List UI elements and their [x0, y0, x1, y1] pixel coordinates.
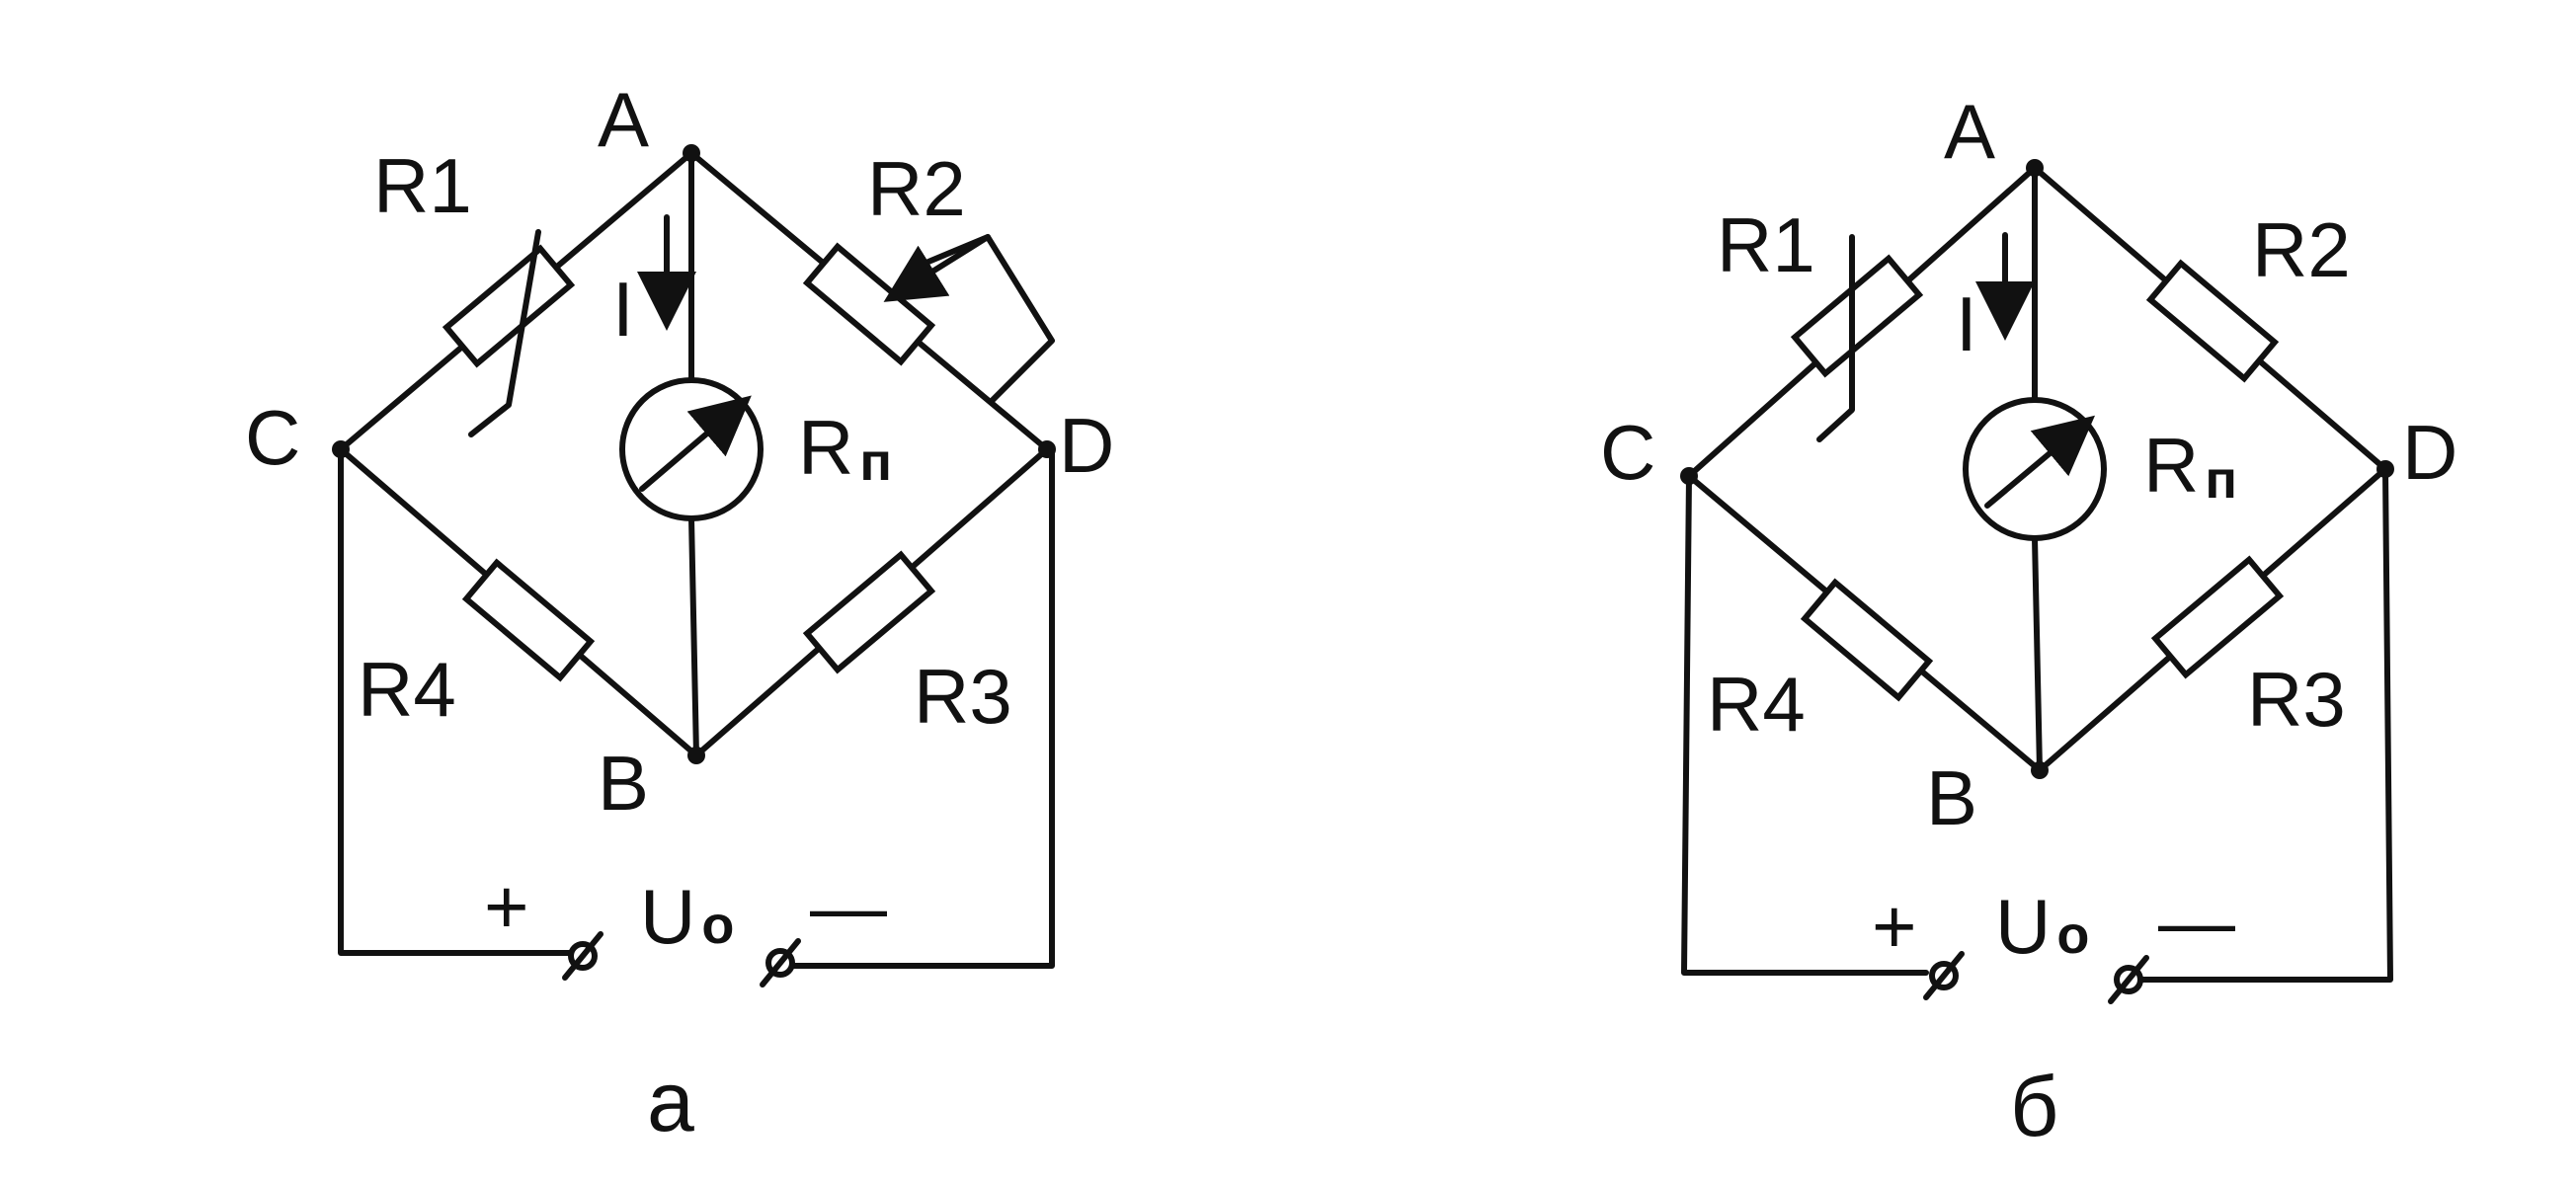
- node-b-dot: [2031, 761, 2049, 779]
- node-c-label: C: [1600, 409, 1655, 496]
- r1-label: R1: [1717, 201, 1815, 288]
- r3-label: R3: [2247, 656, 2346, 743]
- caption-a: а: [647, 1055, 694, 1149]
- supply-wire-left: [1681, 473, 1929, 976]
- node-a-label: A: [598, 76, 649, 163]
- source-plus-label: +: [484, 863, 529, 950]
- resistor-r2: [802, 242, 936, 366]
- node-d-label: D: [2402, 409, 2457, 496]
- terminal-plus: [562, 931, 604, 981]
- node-b-label: B: [1926, 754, 1977, 841]
- terminal-plus: [1923, 951, 1965, 1000]
- r4-label: R4: [358, 646, 456, 733]
- source-plus-label: +: [1872, 883, 1917, 970]
- caption-b: б: [2010, 1060, 2058, 1154]
- r2-trimmer: [926, 234, 1055, 403]
- resistor-r3: [2150, 555, 2285, 679]
- r2-slider-arrow: [883, 234, 991, 302]
- galvanometer-needle-icon: [1984, 415, 2096, 509]
- node-c-dot: [332, 440, 350, 458]
- node-b-label: B: [598, 740, 649, 827]
- supply-wire-left: [338, 446, 586, 956]
- terminal-minus: [760, 938, 801, 988]
- r1-variable-slider: [1816, 234, 1855, 442]
- terminal-minus: [2108, 955, 2149, 1004]
- node-d-dot: [1038, 440, 1056, 458]
- node-d-label: D: [1059, 402, 1114, 489]
- current-label: I: [612, 266, 634, 353]
- source-minus-label: —: [810, 863, 887, 950]
- r2-label: R2: [867, 145, 966, 232]
- node-d-dot: [2376, 460, 2394, 478]
- meter-wire-bottom: [688, 515, 699, 758]
- current-label: I: [1956, 280, 1977, 367]
- r1-label: R1: [373, 142, 472, 229]
- resistor-r4: [461, 558, 596, 682]
- r1-variable-slider: [468, 229, 541, 437]
- resistor-r1: [442, 244, 576, 368]
- node-b-dot: [687, 747, 705, 764]
- supply-wire-right: [777, 446, 1055, 969]
- resistor-r1: [1790, 254, 1924, 378]
- node-a-dot: [683, 144, 700, 162]
- resistor-r4: [1800, 578, 1934, 702]
- meter-wire-bottom: [2032, 535, 2043, 773]
- r3-label: R3: [914, 653, 1012, 740]
- resistor-r3: [802, 550, 936, 674]
- node-a-dot: [2026, 159, 2044, 177]
- supply-wire-right: [2126, 466, 2393, 983]
- node-a-label: A: [1944, 88, 1995, 175]
- resistor-r2: [2145, 259, 2280, 383]
- source-minus-label: —: [2158, 878, 2235, 965]
- node-c-dot: [1680, 467, 1698, 485]
- galvanometer-needle-icon: [639, 395, 752, 492]
- r4-label: R4: [1707, 661, 1806, 748]
- r2-label: R2: [2252, 206, 2351, 293]
- node-c-label: C: [245, 394, 300, 481]
